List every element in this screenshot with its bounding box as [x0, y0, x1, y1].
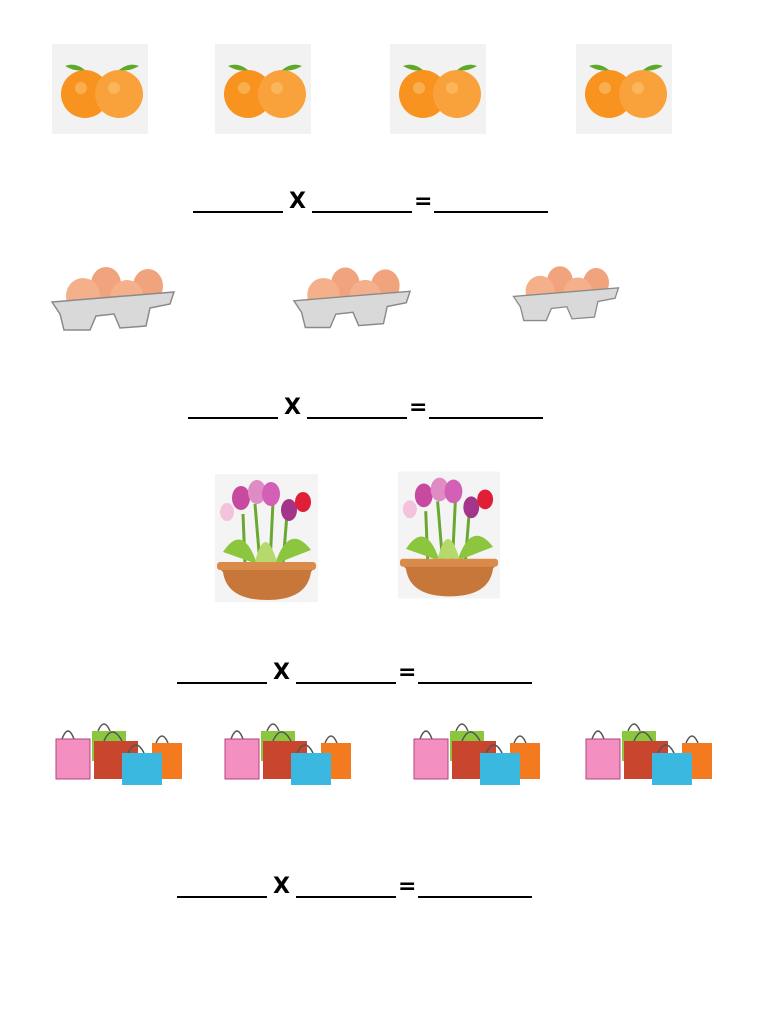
equation-row-1: X = [193, 183, 549, 214]
equals-sign: = [397, 660, 417, 685]
oranges-image-4 [576, 44, 672, 134]
answer-blank-factor-1[interactable] [188, 397, 278, 419]
answer-blank-factor-2[interactable] [306, 397, 407, 419]
egg-carton-image-3 [512, 266, 620, 322]
shopping-bags-image-2 [224, 723, 351, 785]
answer-blank-factor-1[interactable] [177, 662, 267, 684]
equation-row-4: X = [177, 868, 533, 899]
answer-blank-product[interactable] [434, 191, 549, 213]
oranges-image-3 [390, 44, 486, 134]
tulip-pot-image-1 [215, 474, 318, 602]
times-sign: X [273, 874, 290, 899]
oranges-image-2 [215, 44, 311, 134]
times-sign: X [289, 189, 306, 214]
times-sign: X [284, 395, 301, 420]
answer-blank-factor-2[interactable] [295, 876, 396, 898]
answer-blank-product[interactable] [418, 662, 533, 684]
answer-blank-factor-2[interactable] [295, 662, 396, 684]
equals-sign: = [413, 189, 433, 214]
tulip-pot-image-2 [398, 471, 500, 599]
egg-carton-image-2 [292, 267, 412, 329]
oranges-image-1 [52, 44, 148, 134]
egg-carton-image-1 [50, 267, 176, 331]
answer-blank-factor-2[interactable] [311, 191, 412, 213]
times-sign: X [273, 660, 290, 685]
shopping-bags-image-3 [413, 723, 540, 785]
shopping-bags-image-1 [55, 723, 182, 785]
equals-sign: = [408, 395, 428, 420]
answer-blank-product[interactable] [418, 876, 533, 898]
equation-row-2: X = [188, 389, 544, 420]
shopping-bags-image-4 [585, 723, 712, 785]
answer-blank-factor-1[interactable] [193, 191, 283, 213]
equation-row-3: X = [177, 654, 533, 685]
answer-blank-factor-1[interactable] [177, 876, 267, 898]
equals-sign: = [397, 874, 417, 899]
answer-blank-product[interactable] [429, 397, 544, 419]
